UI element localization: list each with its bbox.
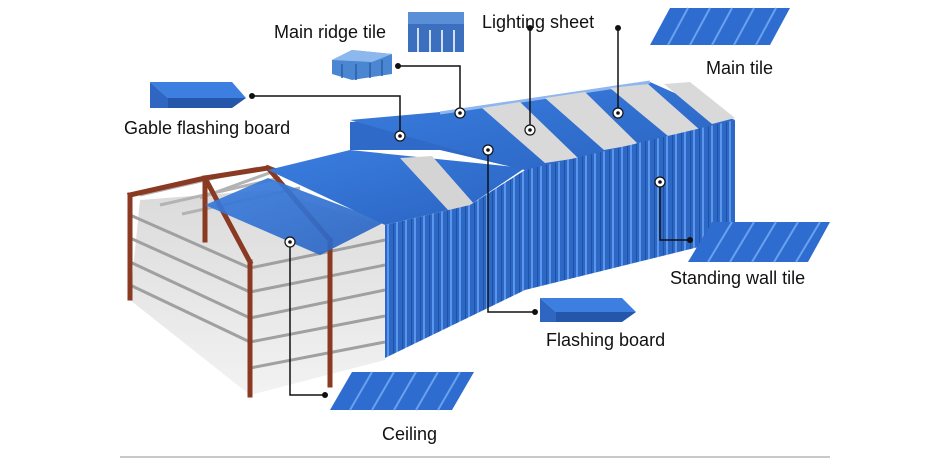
label-main-ridge-tile: Main ridge tile [274,22,387,42]
label-gable-flashing-board: Gable flashing board [124,118,291,138]
callout-markers [249,25,693,398]
upper-side-wall [525,120,735,290]
label-main-tile: Main tile [706,58,774,78]
ridge-line [439,80,651,115]
bottom-divider [120,456,830,458]
ridge-tile-swatch [332,50,392,80]
partial-roof-panel [205,178,385,255]
lower-roof-skylight [400,156,475,210]
lower-side-wall [385,170,525,358]
label-standing-wall-tile: Standing wall tile [670,268,806,288]
flashing-board-swatch [540,298,636,322]
label-ceiling: Ceiling [382,424,438,444]
ceiling-swatch [330,371,474,411]
label-flashing-board: Flashing board [546,330,666,350]
label-lighting-sheet: Lighting sheet [482,12,595,32]
leader-lines [252,28,690,396]
ridge-tile-photo [408,12,464,52]
standing-wall-tile-swatch [688,221,830,263]
gable-flashing-swatch [150,82,246,108]
main-tile-swatch [650,7,790,46]
